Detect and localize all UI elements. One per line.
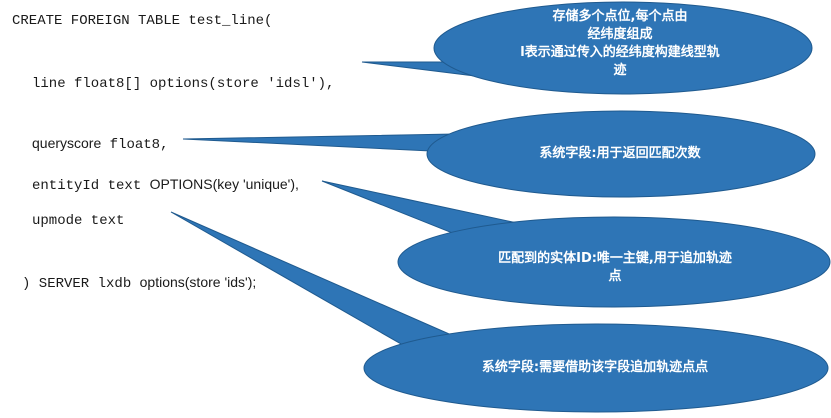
code-line-upmode: upmode text	[32, 213, 125, 229]
code-line-line-field: line float8[] options(store 'idsl'),	[32, 76, 335, 92]
code-line-entityid: entityId text OPTIONS(key 'unique'),	[32, 176, 299, 194]
callout-2-line-1: 系统字段:用于返回匹配次数	[539, 146, 701, 161]
callout-1-line-4: 迹	[613, 63, 627, 78]
callout-balloon-3	[321, 180, 831, 308]
callout-1-line-1: 存储多个点位,每个点由	[552, 9, 688, 24]
callout-text-1: 存储多个点位,每个点由 经纬度组成 l表示通过传入的经纬度构建线型轨 迹	[450, 8, 790, 80]
callout-text-2: 系统字段:用于返回匹配次数	[450, 145, 790, 163]
callout-1-line-2: 经纬度组成	[587, 27, 653, 42]
server-options: options(store 'ids');	[139, 274, 257, 290]
callout-4-line-1: 系统字段:需要借助该字段追加轨迹点点	[481, 360, 709, 375]
entityid-options: OPTIONS(key 'unique'),	[149, 176, 299, 192]
callout-text-4: 系统字段:需要借助该字段追加轨迹点点	[420, 359, 770, 377]
entityid-name: entityId text	[32, 178, 150, 194]
code-line-queryscore: queryscore float8,	[32, 135, 168, 153]
callout-balloon-1	[361, 1, 813, 95]
queryscore-name: queryscore	[32, 135, 102, 151]
callout-balloon-4	[170, 211, 829, 413]
callout-balloon-2	[182, 110, 816, 198]
callout-1-line-3: l表示通过传入的经纬度构建线型轨	[520, 45, 720, 60]
callout-3-line-2: 点	[608, 269, 622, 284]
queryscore-type: float8,	[101, 137, 169, 153]
code-line-server: ) SERVER lxdb options(store 'ids');	[22, 274, 256, 292]
callout-3-line-1: 匹配到的实体ID:唯一主键,用于追加轨迹	[498, 251, 732, 266]
server-clause: ) SERVER lxdb	[22, 276, 140, 292]
callout-text-3: 匹配到的实体ID:唯一主键,用于追加轨迹 点	[440, 250, 790, 286]
code-line-create: CREATE FOREIGN TABLE test_line(	[12, 13, 273, 29]
